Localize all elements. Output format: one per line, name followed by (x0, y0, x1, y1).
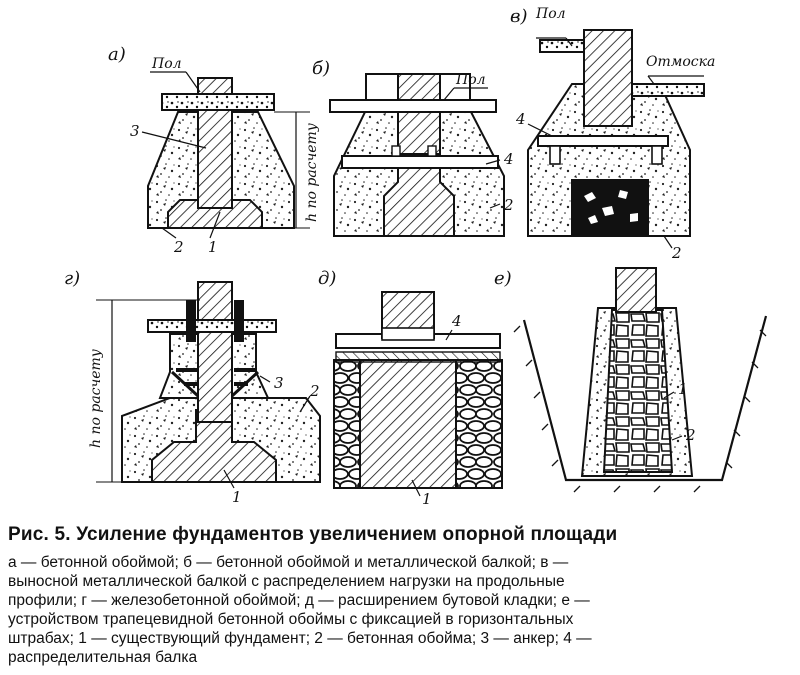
existing-foundation (359, 359, 457, 489)
legend-line: профили; г — железобетонной обоймой; д —… (8, 592, 590, 609)
panel-g-label-1: 1 (232, 488, 242, 506)
panel-e-letter: е) (494, 268, 512, 289)
panel-v-label-2: 2 (671, 244, 682, 262)
legend-line: устройством трапецевидной бетонной обойм… (8, 611, 574, 628)
panel-v-floor-label: Пол (535, 6, 566, 22)
panel-a-height-label: h по расчету (304, 122, 320, 222)
distribution-beam (341, 155, 499, 169)
figure-caption: Рис. 5. Усиление фундаментов увеличением… (8, 524, 618, 545)
panel-g-height-label: h по расчету (88, 348, 104, 448)
existing-foundation (602, 309, 674, 473)
panel-g-letter: г) (64, 268, 80, 289)
column (583, 29, 633, 127)
legend-line: а — бетонной обоймой; б — бетонной обойм… (8, 554, 569, 571)
blind-area (631, 83, 705, 97)
panel-v: в) Пол Отмоска 4 2 (510, 6, 715, 262)
floor-slab (161, 93, 275, 111)
legend-line: штрабах; 1 — существующий фундамент; 2 —… (8, 630, 592, 647)
panel-v-blind-area-label: Отмоска (646, 54, 715, 70)
panel-a-floor-label: Пол (151, 56, 182, 72)
panel-b-floor-label: Пол (455, 72, 486, 88)
distribution-beam (537, 135, 669, 147)
column (615, 267, 657, 313)
column (197, 281, 233, 423)
panel-e-label-2: 2 (685, 426, 696, 444)
panel-a: а) Пол 3 2 1 h по расчету (108, 44, 320, 256)
panel-d-label-1: 1 (422, 490, 432, 508)
panel-g: г) h по расчету 3 2 1 (64, 268, 321, 506)
panel-b-label-2: 2 (503, 196, 514, 214)
floor-slab (147, 319, 277, 333)
panel-b: б) Пол 4 2 (312, 58, 514, 237)
panel-e-label-1: 1 (678, 380, 688, 398)
panel-d-letter: д) (318, 268, 336, 289)
column (397, 73, 441, 155)
figure-legend: а — бетонной обоймой; б — бетонной обойм… (8, 553, 794, 667)
floor-slab (329, 99, 497, 113)
legend-line: распределительная балка (8, 649, 198, 666)
panel-v-label-4: 4 (515, 110, 526, 128)
trench (522, 315, 768, 482)
panel-v-letter: в) (510, 6, 528, 27)
legend-line: выносной металлической балкой с распреде… (8, 573, 565, 590)
panel-g-label-2: 2 (309, 382, 320, 400)
panel-a-label-3: 3 (130, 122, 140, 140)
panel-d: д) 4 1 (318, 268, 503, 508)
floor-slab (539, 39, 585, 53)
panel-b-label-4: 4 (503, 150, 514, 168)
panel-a-label-1: 1 (208, 238, 218, 256)
panel-b-letter: б) (312, 58, 330, 79)
foundation-diagrams: а) Пол 3 2 1 h по расчету б) Пол 4 2 (64, 6, 768, 508)
panel-d-label-4: 4 (451, 312, 462, 330)
panel-a-label-2: 2 (173, 238, 184, 256)
panel-e: е) 1 2 (494, 267, 768, 493)
panel-a-letter: а) (108, 44, 126, 65)
panel-g-label-3: 3 (274, 374, 284, 392)
anchor (170, 370, 260, 398)
